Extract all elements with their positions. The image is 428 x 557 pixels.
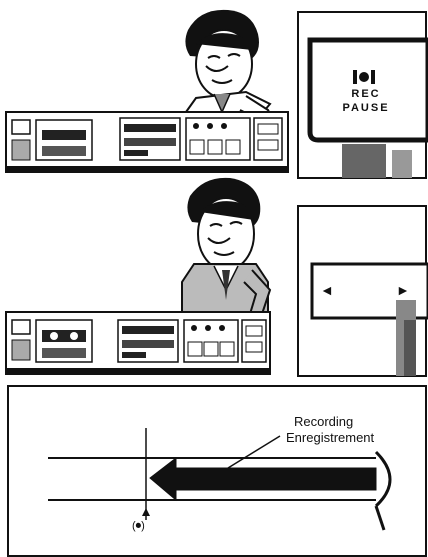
display-rec-text: REC <box>351 88 381 100</box>
screen-2 <box>297 205 428 377</box>
enregistrement-label: Enregistrement <box>286 430 375 445</box>
cassette-deck-2 <box>5 311 271 375</box>
record-pause-icon <box>352 68 376 86</box>
record-marker-label: (⏺) <box>132 520 145 532</box>
display-pause-text: PAUSE <box>342 102 390 114</box>
recording-arrow <box>149 456 377 502</box>
right-arrow-icon: ► <box>396 282 410 298</box>
scene-1-operator <box>5 9 289 173</box>
recording-label: Recording <box>294 414 354 429</box>
cassette-deck-1 <box>5 111 289 173</box>
tape-diagram-panel <box>7 385 427 557</box>
cartoon-man-2 <box>181 177 272 315</box>
left-arrow-icon: ◄ <box>320 282 334 298</box>
screen-1 <box>297 11 428 179</box>
scene-2-operator <box>5 177 272 375</box>
